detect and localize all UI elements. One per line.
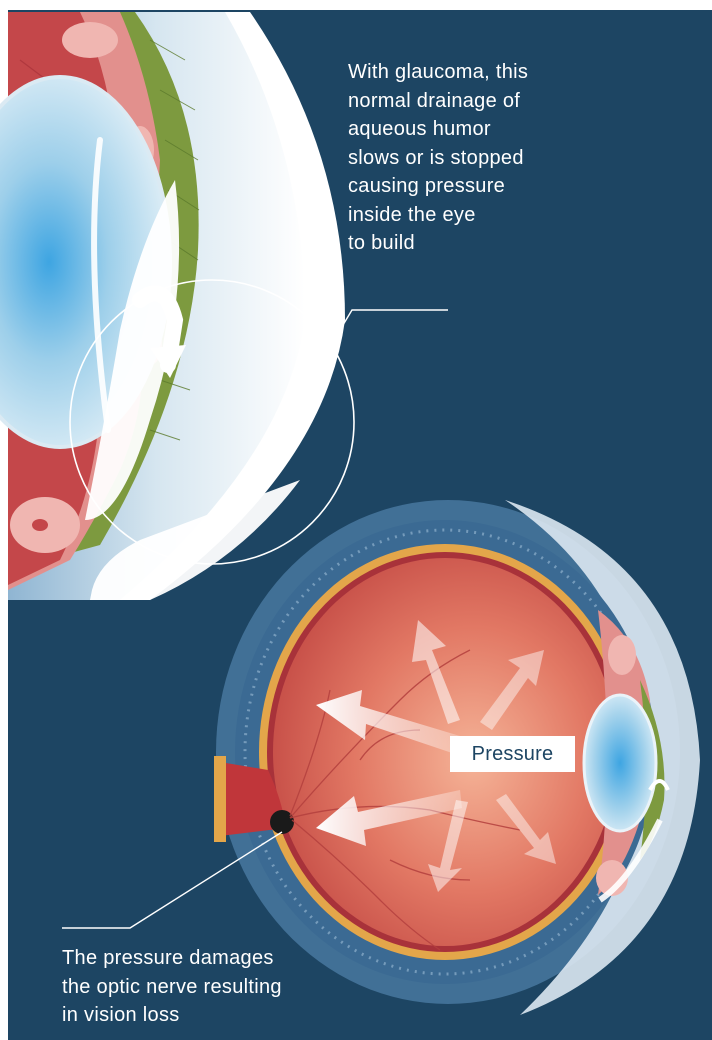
drainage-caption-line: inside the eye: [348, 201, 528, 230]
optic-nerve-caption-line: The pressure damages: [62, 944, 282, 973]
drainage-caption-line: slows or is stopped: [348, 144, 528, 173]
optic-nerve-caption-line: in vision loss: [62, 1001, 282, 1030]
drainage-caption-line: to build: [348, 229, 528, 258]
optic-nerve-caption: The pressure damages the optic nerve res…: [62, 944, 282, 1030]
pressure-label: Pressure: [450, 736, 575, 772]
small-lens: [584, 695, 656, 831]
drainage-caption: With glaucoma, this normal drainage of a…: [348, 58, 528, 258]
optic-nerve-caption-line: the optic nerve resulting: [62, 973, 282, 1002]
drainage-caption-line: normal drainage of: [348, 87, 528, 116]
drainage-caption-line: aqueous humor: [348, 115, 528, 144]
drainage-caption-line: causing pressure: [348, 172, 528, 201]
drainage-caption-line: With glaucoma, this: [348, 58, 528, 87]
